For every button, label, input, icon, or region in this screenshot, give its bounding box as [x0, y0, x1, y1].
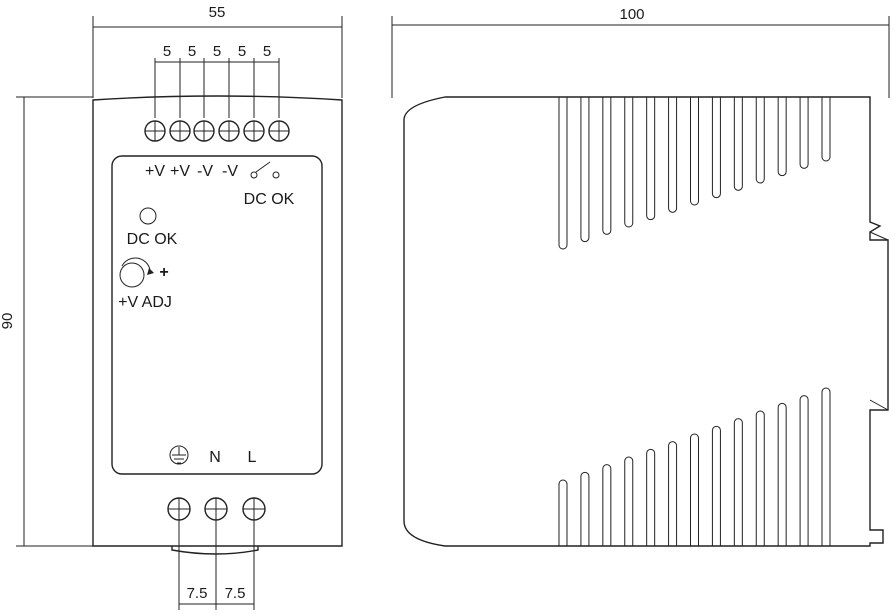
led-label: DC OK: [127, 231, 178, 248]
side-housing-outline: [403, 96, 889, 547]
terminal-label-vminus-2: -V: [222, 163, 238, 180]
vent-slot: [646, 97, 656, 221]
pitch-label-2: 5: [188, 43, 196, 60]
adj-plus-label: +: [159, 264, 168, 281]
vent-slot: [711, 97, 721, 199]
relay-contact-icon: [250, 161, 280, 179]
pitch-label-4: 5: [238, 43, 246, 60]
adj-label: +V ADJ: [118, 294, 172, 311]
front-housing-outline: [92, 95, 343, 547]
input-pitch-label-2: 7.5: [225, 585, 246, 602]
terminal-pitch-dimension: 5 5 5 5 5: [154, 43, 280, 118]
vent-slot: [558, 97, 568, 250]
screw-terminal: [242, 497, 266, 521]
screw-terminal: [167, 497, 191, 521]
vent-slot: [733, 418, 743, 546]
vent-slot: [668, 441, 678, 546]
output-terminals: [144, 120, 290, 142]
top-vent-slots: [558, 97, 831, 250]
input-label-l: L: [248, 449, 257, 466]
input-pitch-dimension: 7.5 7.5: [178, 520, 255, 610]
bottom-clip: [171, 546, 259, 555]
vent-slot: [690, 433, 699, 546]
vent-slot: [799, 97, 809, 169]
vent-slot: [668, 97, 678, 213]
led-indicator-icon: [139, 207, 157, 225]
vent-slot: [733, 97, 743, 191]
screw-terminal: [218, 120, 240, 142]
depth-dimension: 100: [391, 6, 890, 98]
potentiometer-icon: [119, 257, 154, 288]
input-pitch-label-1: 7.5: [187, 585, 208, 602]
vent-slot: [602, 97, 612, 235]
vent-slot: [690, 97, 699, 206]
screw-terminal: [169, 120, 191, 142]
width-dim-label: 55: [209, 4, 226, 21]
vent-slot: [602, 464, 612, 546]
din-clip: [869, 231, 889, 411]
height-dimension: 90: [0, 96, 93, 547]
screw-terminal: [144, 120, 166, 142]
width-dimension: 55: [92, 4, 343, 98]
terminal-label-vminus-1: -V: [197, 163, 213, 180]
vent-slot: [580, 97, 590, 243]
relay-label: DC OK: [244, 191, 295, 208]
height-dim-label: 90: [0, 313, 16, 330]
vent-slot: [646, 448, 656, 546]
protective-earth-icon: [169, 445, 189, 465]
vent-slot: [777, 402, 787, 546]
input-terminals: [167, 497, 266, 521]
vent-slot: [624, 97, 634, 228]
pitch-label-3: 5: [213, 43, 221, 60]
front-view: 55 90 5 5 5 5 5: [0, 4, 343, 610]
vent-slot: [624, 456, 634, 546]
vent-slot: [755, 97, 765, 184]
terminal-label-vplus-2: +V: [170, 163, 190, 180]
screw-terminal: [268, 120, 290, 142]
vent-slot: [580, 471, 590, 546]
depth-dim-label: 100: [619, 6, 644, 23]
screw-terminal: [193, 120, 215, 142]
bottom-vent-slots: [558, 387, 831, 546]
vent-slot: [711, 425, 721, 546]
pitch-label-1: 5: [163, 43, 171, 60]
screw-terminal: [243, 120, 265, 142]
vent-slot: [799, 395, 809, 546]
screw-terminal: [204, 497, 228, 521]
vent-slot: [755, 410, 765, 546]
label-panel: [111, 155, 323, 475]
input-label-n: N: [209, 449, 221, 466]
vent-slot: [821, 97, 831, 162]
pitch-label-5: 5: [263, 43, 271, 60]
vent-slot: [558, 479, 568, 546]
vent-slot: [777, 97, 787, 177]
side-view: 100: [391, 6, 890, 547]
vent-slot: [821, 387, 831, 546]
terminal-label-vplus-1: +V: [145, 163, 165, 180]
